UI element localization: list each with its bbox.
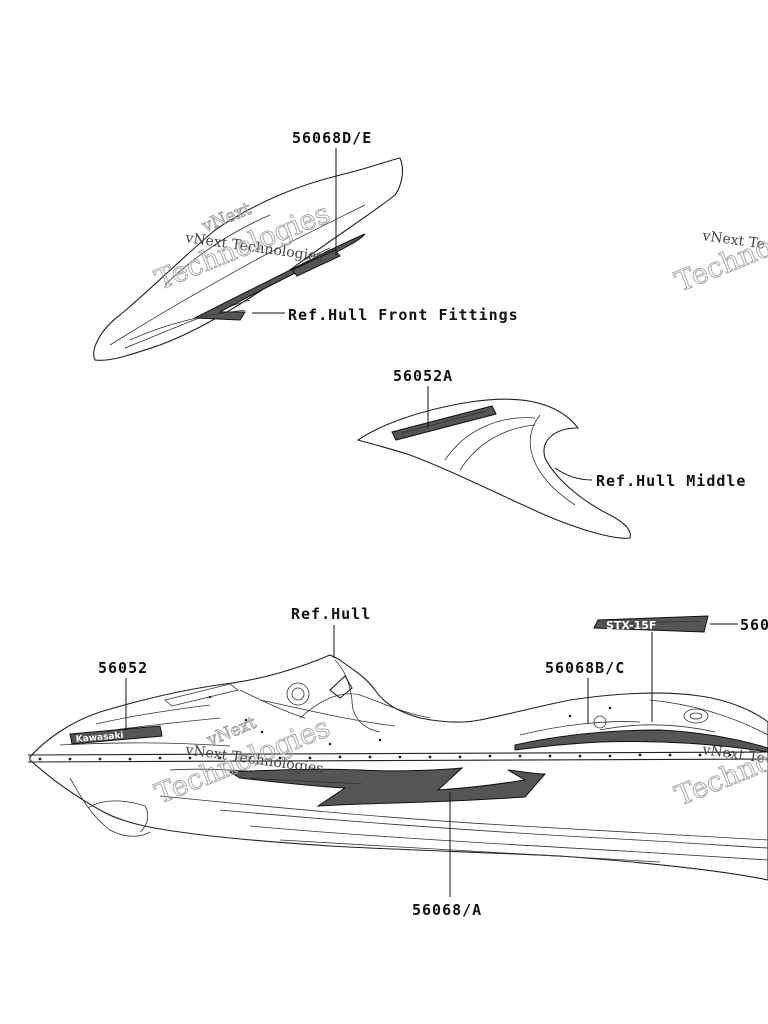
full-hull — [27, 654, 768, 881]
model-decal — [593, 615, 709, 633]
watermark-left-bottom: vNext Technologies vNext Technologies — [150, 710, 335, 811]
callout-ref-hull-middle: Ref.Hull Middle — [596, 472, 746, 490]
callout-ref-hull: Ref.Hull — [291, 605, 371, 623]
callout-560-truncated: 560 — [740, 616, 768, 634]
callout-56068b-c: 56068B/C — [545, 659, 625, 677]
callout-56068-a: 56068/A — [412, 901, 482, 919]
front-deck-panel — [93, 157, 404, 361]
watermark-left-top: vNext Technologies vNext Technologies — [150, 196, 335, 297]
rail-dots — [38, 753, 732, 761]
callout-56068d-e: 56068D/E — [292, 129, 372, 147]
callout-56052a: 56052A — [393, 367, 453, 385]
model-decal-text: STX-15F — [606, 619, 656, 632]
middle-side-panel — [356, 398, 631, 539]
callout-labels: 56068D/E Ref.Hull Front Fittings 56052A … — [98, 129, 768, 919]
leader-lines — [125, 148, 738, 897]
kawasaki-badge-text: Kawasaki — [75, 731, 124, 745]
callout-ref-hull-front-fittings: Ref.Hull Front Fittings — [288, 306, 519, 324]
callout-56052: 56052 — [98, 659, 148, 677]
watermark-right-top: vNext Te Techno — [670, 228, 768, 299]
